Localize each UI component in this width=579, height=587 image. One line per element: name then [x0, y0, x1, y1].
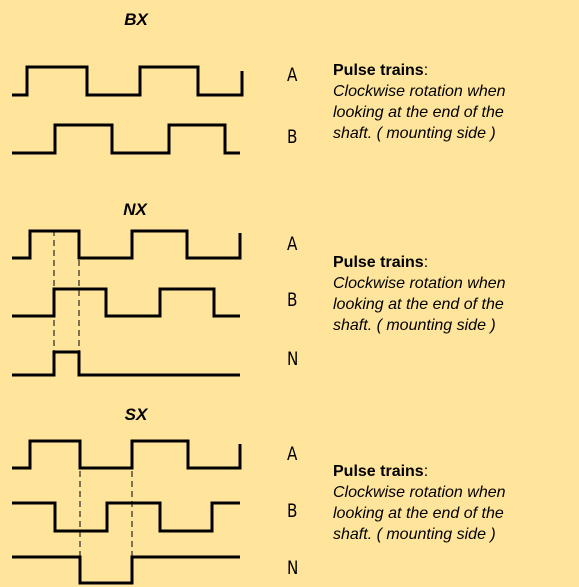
bx-desc-line-1: Clockwise rotation when — [333, 83, 506, 100]
nx-channel-b-label: B — [287, 289, 298, 311]
sx-channel-n-wave — [12, 555, 240, 585]
bx-waveform — [12, 65, 244, 155]
sx-desc-line-2: looking at the end of the — [333, 505, 504, 522]
sx-channel-b-wave — [12, 501, 240, 533]
nx-heading: Pulse trains — [333, 254, 424, 271]
sx-channel-n-label: N — [287, 557, 299, 579]
sx-heading-suffix: : — [423, 463, 429, 480]
bx-channel-b-label: B — [287, 126, 298, 148]
bx-description: Pulse trains: Clockwise rotation when lo… — [333, 61, 579, 144]
bx-channel-a-wave — [12, 65, 244, 97]
sx-title: SX — [124, 405, 148, 424]
nx-channel-a-wave — [12, 229, 242, 260]
bx-channel-b-wave — [12, 123, 240, 155]
bx-channel-a-label: A — [287, 64, 298, 86]
sx-heading: Pulse trains — [333, 463, 424, 480]
nx-channel-n-wave — [12, 350, 240, 377]
nx-desc-line-1: Clockwise rotation when — [333, 275, 506, 292]
sx-description: Pulse trains: Clockwise rotation when lo… — [333, 462, 579, 545]
nx-channel-a-label: A — [287, 233, 298, 255]
nx-heading-suffix: : — [423, 254, 429, 271]
sx-waveform — [12, 439, 242, 585]
nx-waveform — [12, 229, 242, 377]
bx-heading: Pulse trains — [333, 62, 424, 79]
nx-channel-n-label: N — [287, 348, 299, 370]
nx-channel-b-wave — [12, 287, 240, 318]
nx-description: Pulse trains: Clockwise rotation when lo… — [333, 253, 579, 336]
sx-channel-b-label: B — [287, 500, 298, 522]
nx-desc-line-3: shaft. ( mounting side ) — [333, 317, 496, 334]
bx-desc-line-2: looking at the end of the — [333, 104, 504, 121]
sx-channel-a-wave — [12, 439, 242, 470]
nx-title: NX — [123, 200, 147, 219]
nx-desc-line-2: looking at the end of the — [333, 296, 504, 313]
sx-channel-a-label: A — [287, 443, 298, 465]
sx-desc-line-3: shaft. ( mounting side ) — [333, 526, 496, 543]
bx-heading-suffix: : — [423, 62, 429, 79]
bx-desc-line-3: shaft. ( mounting side ) — [333, 125, 496, 142]
sx-desc-line-1: Clockwise rotation when — [333, 484, 506, 501]
bx-title: BX — [124, 10, 148, 29]
